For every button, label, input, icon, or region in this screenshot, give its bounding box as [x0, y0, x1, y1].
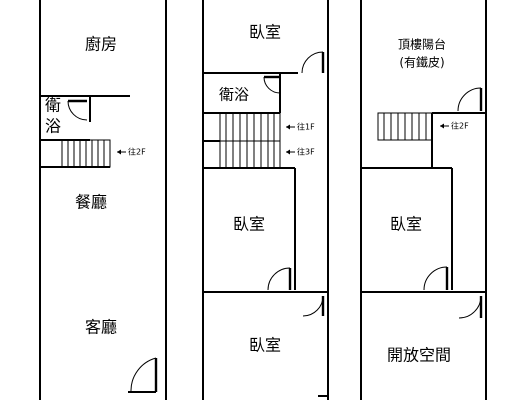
room-bathroom-1f: 衛 — [45, 96, 61, 115]
stair-note-2f-1f: 往1F — [297, 122, 315, 132]
room-bedroom-2f-mid: 臥室 — [233, 215, 265, 234]
room-bathroom-2f: 衛浴 — [219, 86, 249, 104]
bedroom-door — [301, 51, 325, 74]
stair-note-3f: 往2F — [451, 121, 469, 131]
room-living: 客廳 — [85, 318, 117, 337]
arrow-icon — [117, 149, 126, 155]
arrow-icon — [286, 124, 295, 130]
room-bedroom-3f: 臥室 — [390, 215, 422, 234]
room-dining: 餐廳 — [75, 193, 107, 212]
terrace-door — [457, 87, 483, 112]
room-bathroom-1f: 浴 — [45, 117, 61, 136]
entrance-door — [128, 357, 158, 393]
bathroom-door — [263, 75, 281, 94]
room-open-space: 開放空間 — [387, 346, 451, 365]
stair-note-1f: 往2F — [128, 147, 146, 157]
staircase — [40, 139, 111, 168]
stair-note-2f-3f: 往3F — [297, 147, 315, 157]
floor-plan-3f: 往2F 頂樓陽台 (有鐵皮) 臥室 開放空間 — [360, 0, 487, 400]
bedroom-door — [302, 295, 325, 317]
room-bedroom-2f-top: 臥室 — [249, 23, 281, 42]
room-roof-terrace: 頂樓陽台 — [398, 37, 446, 52]
floor-plan-1f: 往2F 廚房 衛 浴 餐廳 客廳 — [39, 0, 167, 400]
room-roof-terrace: (有鐵皮) — [399, 55, 444, 70]
staircase — [203, 112, 295, 169]
bedroom-door — [267, 267, 292, 291]
arrow-icon — [440, 123, 449, 129]
bedroom-door — [423, 266, 449, 291]
staircase — [361, 112, 452, 169]
open-space-door — [458, 295, 483, 319]
room-bedroom-2f-bottom: 臥室 — [249, 336, 281, 355]
arrow-icon — [286, 149, 295, 155]
floor-plan-2f: 往1F 往3F 臥室 衛浴 臥室 臥室 — [202, 0, 329, 400]
room-kitchen: 廚房 — [85, 35, 117, 54]
bathroom-door — [67, 99, 88, 121]
